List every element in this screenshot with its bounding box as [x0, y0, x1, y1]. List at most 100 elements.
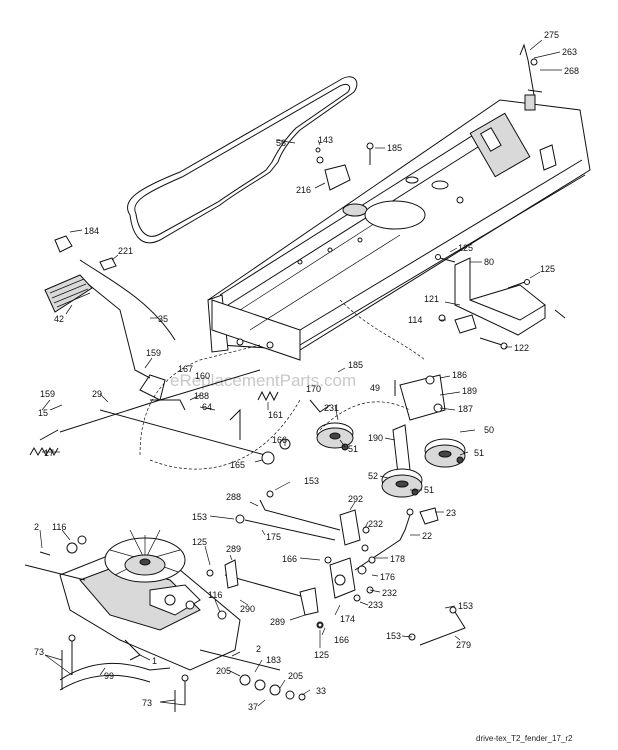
part-label: 289: [270, 617, 285, 627]
part-label: 187: [458, 404, 473, 414]
fasteners-232-233: [353, 526, 374, 602]
part-label: 37: [248, 702, 258, 712]
part-166: [316, 556, 332, 629]
part-label: 161: [268, 410, 283, 420]
linkage-rods: [41, 369, 266, 456]
part-label: 290: [240, 604, 255, 614]
part-label: 216: [296, 185, 311, 195]
part-label: 1: [152, 656, 157, 666]
part-label: 185: [348, 360, 363, 370]
part-label: 116: [52, 522, 66, 532]
part-label: 15: [38, 408, 48, 418]
part-label: 125: [314, 650, 329, 660]
part-label: 233: [368, 600, 383, 610]
part-label: 289: [226, 544, 241, 554]
part-122: [479, 337, 508, 350]
part-label: 268: [564, 66, 579, 76]
part-label: 167: [178, 364, 193, 374]
watermark-text: eReplacementParts.com: [170, 371, 356, 390]
leader-lines: [39, 39, 562, 707]
part-170: [309, 399, 331, 413]
part-label: 35: [158, 314, 168, 324]
bolts-73: [61, 634, 189, 712]
part-label: 73: [34, 647, 44, 657]
pulley-50: [424, 438, 466, 468]
part-label: 33: [316, 686, 326, 696]
part-label: 275: [544, 30, 559, 40]
part-label: 29: [92, 389, 102, 399]
part-label: 288: [226, 492, 241, 502]
part-label: 231: [324, 403, 339, 413]
part-label: 114: [408, 315, 422, 325]
part-label: 170: [306, 384, 321, 394]
part-label: 143: [318, 135, 333, 145]
part-label: 121: [424, 294, 439, 304]
part-label: 64: [202, 402, 212, 412]
part-label: 184: [84, 226, 99, 236]
pulley-231: [316, 422, 354, 449]
idler-bracket-189: [394, 374, 446, 421]
part-label: 125: [458, 243, 473, 253]
part-label: 175: [266, 532, 281, 542]
part-label: 153: [386, 631, 401, 641]
part-label: 73: [142, 698, 152, 708]
part-121: [454, 314, 477, 334]
spring-17: [29, 446, 59, 457]
part-label: 232: [382, 588, 397, 598]
part-label: 116: [208, 590, 222, 600]
belt-path-dashed: [139, 299, 426, 470]
part-label: 153: [304, 476, 319, 486]
part-label: 17: [44, 448, 54, 458]
part-label: 51: [348, 444, 358, 454]
part-221: [99, 257, 117, 271]
shift-rod-288-175: [235, 490, 341, 541]
part-label: 56: [276, 138, 286, 148]
part-label: 153: [458, 601, 473, 611]
part-label: 205: [216, 666, 231, 676]
part-label: 232: [368, 519, 383, 529]
part-label: 185: [387, 143, 402, 153]
part-label: 52: [368, 471, 378, 481]
part-label: 125: [192, 537, 207, 547]
part-label: 263: [562, 47, 577, 57]
part-label: 99: [104, 671, 114, 681]
part-label: 80: [484, 257, 494, 267]
part-label: 221: [118, 246, 133, 256]
part-label: 49: [370, 383, 380, 393]
fasteners-116-2: [39, 535, 227, 620]
part-label: 178: [390, 554, 405, 564]
chassis-frame: [207, 94, 591, 361]
part-label: 166: [282, 554, 297, 564]
part-label: 190: [368, 433, 383, 443]
part-label: 205: [288, 671, 303, 681]
part-label: 51: [424, 485, 434, 495]
rod-99: [59, 662, 171, 691]
bracket-80: [454, 257, 546, 336]
part-label: 292: [348, 494, 363, 504]
spring-161: [257, 390, 279, 402]
part-label: 2: [34, 522, 39, 532]
part-label: 51: [474, 448, 484, 458]
part-label: 188: [194, 391, 209, 401]
part-label: 174: [340, 614, 355, 624]
part-label: 176: [380, 572, 395, 582]
part-label: 166: [272, 435, 287, 445]
bracket-216: [315, 142, 374, 191]
bracket-292: [339, 509, 361, 546]
part-label: 125: [540, 264, 555, 274]
part-label: 165: [230, 460, 245, 470]
cable-35: [79, 259, 176, 341]
part-label: 159: [40, 389, 55, 399]
fan-pulley: [104, 529, 186, 583]
part-label: 183: [266, 655, 281, 665]
part-label: 160: [195, 371, 210, 381]
part-label: 42: [54, 314, 64, 324]
part-label: 23: [446, 508, 456, 518]
diagram-caption: drive-tex_T2_fender_17_r2: [476, 734, 573, 743]
part-184: [54, 235, 73, 253]
spring-15: [39, 429, 59, 441]
part-label: 2: [256, 644, 261, 654]
shift-rod-290: [224, 559, 319, 616]
part-label: 186: [452, 370, 467, 380]
